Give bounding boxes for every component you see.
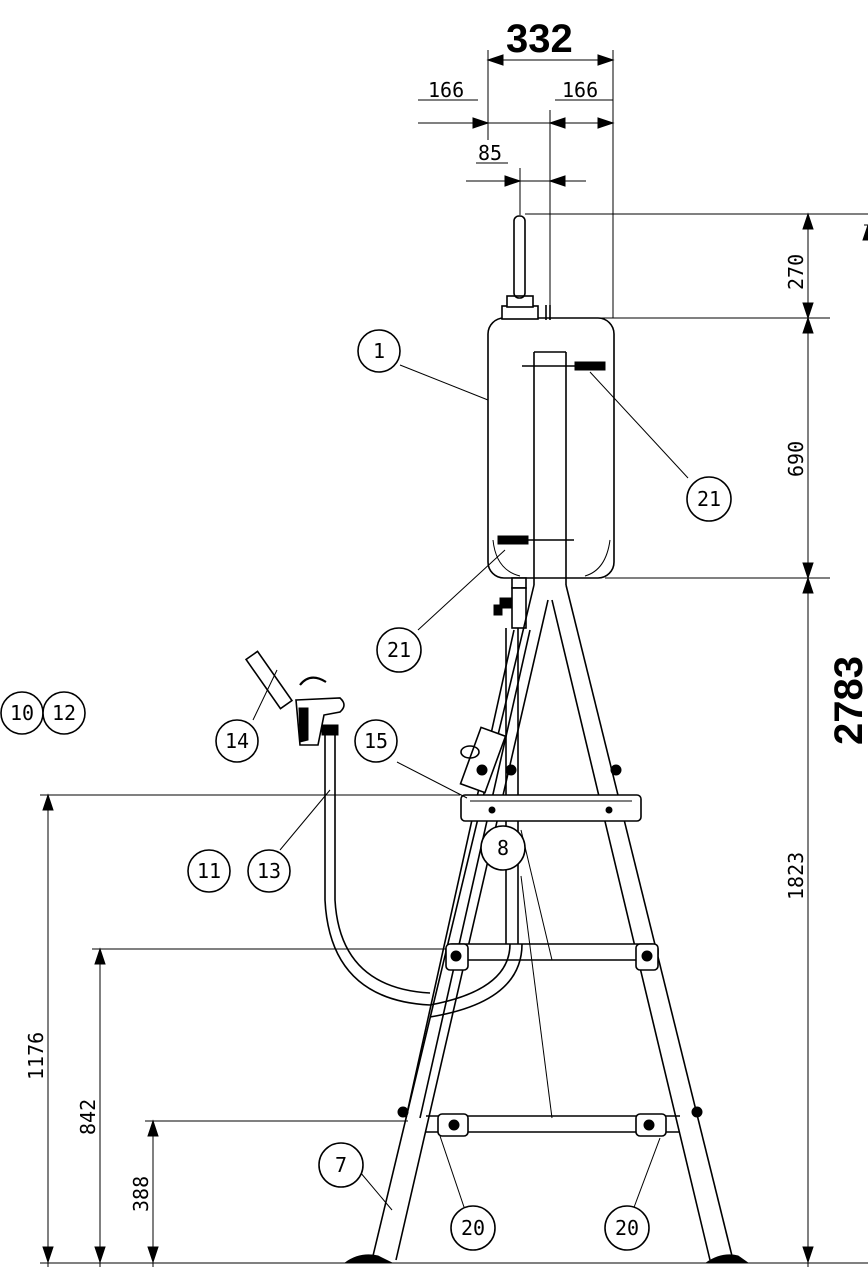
dim-166-left-label: 166 xyxy=(428,78,464,102)
dimension-85: 85 xyxy=(466,141,586,215)
dimension-left-chain: 1176 842 388 xyxy=(24,793,868,1267)
dim-690-label: 690 xyxy=(784,441,808,477)
balloon-15-label: 15 xyxy=(364,729,388,753)
dim-2783-label: 2783 xyxy=(827,656,868,745)
balloon-20-right-label: 20 xyxy=(615,1216,639,1240)
step-platform xyxy=(459,726,642,822)
balloon-13: 13 xyxy=(247,849,291,893)
dim-388-label: 388 xyxy=(129,1176,153,1212)
lower-brace xyxy=(397,1106,703,1137)
balloon-14: 14 xyxy=(215,719,259,763)
balloon-14-label: 14 xyxy=(225,729,249,753)
dim-842-label: 842 xyxy=(76,1099,100,1135)
leader-lines xyxy=(252,364,689,1211)
balloon-7-label: 7 xyxy=(335,1153,347,1177)
balloon-1: 1 xyxy=(357,329,401,373)
balloon-15: 15 xyxy=(354,719,398,763)
balloon-13-label: 13 xyxy=(257,859,281,883)
balloon-12-label: 12 xyxy=(52,701,76,725)
dim-85-label: 85 xyxy=(478,141,502,165)
balloon-21-upper: 21 xyxy=(686,476,732,522)
fuel-nozzle xyxy=(244,650,345,746)
fuel-tank xyxy=(487,215,615,629)
hose-assembly xyxy=(324,735,523,1018)
balloon-21-upper-label: 21 xyxy=(697,487,721,511)
dim-270-label: 270 xyxy=(784,254,808,290)
balloon-10-label: 10 xyxy=(10,701,34,725)
dim-1176-label: 1176 xyxy=(24,1032,48,1080)
dim-166-right-label: 166 xyxy=(562,78,598,102)
balloon-20-left: 20 xyxy=(450,1205,496,1251)
stand-frame xyxy=(343,351,750,1264)
balloon-11: 11 xyxy=(187,849,231,893)
balloon-21-lower: 21 xyxy=(376,627,422,673)
balloon-8: 8 xyxy=(480,825,526,871)
balloon-12: 12 xyxy=(42,691,86,735)
balloon-1-label: 1 xyxy=(373,339,385,363)
dimension-332: 332 xyxy=(486,17,615,318)
dimension-166-pair: 166 166 xyxy=(418,78,615,320)
dim-1823-label: 1823 xyxy=(784,852,808,900)
balloon-8-label: 8 xyxy=(497,836,509,860)
balloon-11-label: 11 xyxy=(197,859,221,883)
balloon-20-right: 20 xyxy=(604,1205,650,1251)
balloon-7: 7 xyxy=(318,1142,364,1188)
dimension-right-chain: 270 690 1823 2783 xyxy=(525,212,868,1267)
balloon-21-lower-label: 21 xyxy=(387,638,411,662)
upper-brace xyxy=(445,943,659,971)
balloon-20-left-label: 20 xyxy=(461,1216,485,1240)
dim-332-label: 332 xyxy=(506,17,573,61)
balloon-10: 10 xyxy=(0,691,44,735)
